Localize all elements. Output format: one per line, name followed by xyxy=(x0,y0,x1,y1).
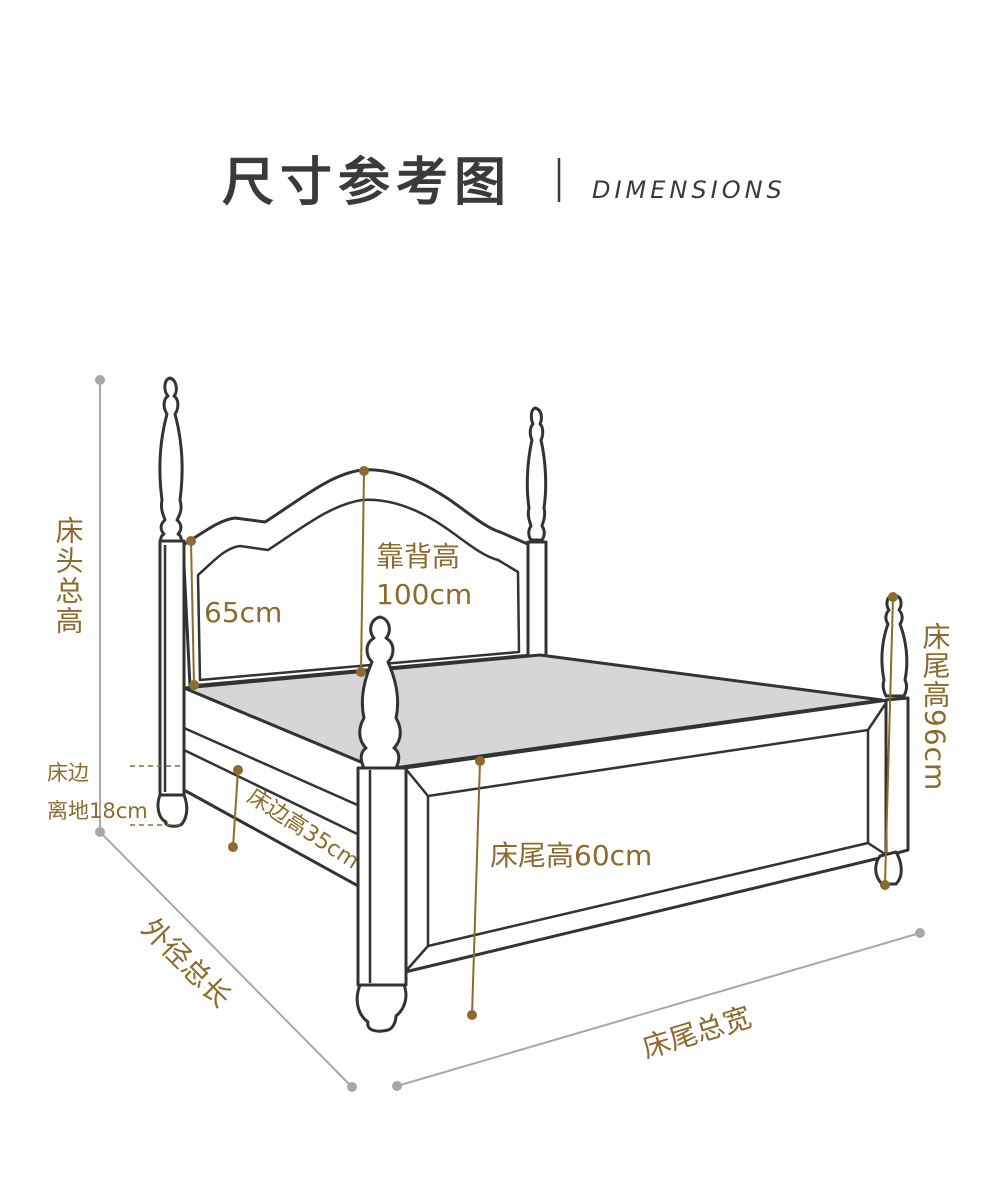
footboard-left-foot xyxy=(355,983,408,1033)
length-dot-end xyxy=(347,1082,357,1092)
title-cn: 尺寸参考图 xyxy=(222,153,512,213)
side-rail-line-2 xyxy=(183,748,381,847)
footboard-left-post xyxy=(356,766,408,987)
side-clearance-label-line1: 床边 xyxy=(47,761,89,785)
backrest-height-value: 100cm xyxy=(376,578,472,611)
title-en: DIMENSIONS xyxy=(592,176,786,204)
footboard-height-line xyxy=(471,760,481,1016)
footboard-bevel-tl xyxy=(404,767,429,797)
headboard-arch xyxy=(181,468,534,688)
footboard-height-label: 床尾高60cm xyxy=(490,839,652,872)
footboard-total-height-label: 床尾高96cm xyxy=(919,622,952,792)
footboard-right-post xyxy=(884,696,910,858)
side-clearance-label-line2: 离地18cm xyxy=(47,799,148,823)
overall-dimension-lines xyxy=(95,375,925,1092)
footboard-left-finial xyxy=(358,615,402,770)
headboard-panel-height-label: 65cm xyxy=(204,596,282,629)
detail-dimension-lines xyxy=(130,466,898,1020)
footboard-bevel-bl xyxy=(404,945,429,973)
footboard-right-foot xyxy=(874,850,903,886)
headboard-panel-line xyxy=(190,540,195,686)
headboard-right-finial xyxy=(525,406,548,542)
footboard-total-height-line xyxy=(884,596,894,886)
length-line xyxy=(99,831,353,1088)
backrest-height-title: 靠背高 xyxy=(376,540,460,573)
headboard-left-foot xyxy=(156,793,189,828)
width-line xyxy=(396,932,921,1087)
width-dot-start xyxy=(392,1081,402,1091)
width-dot-end xyxy=(915,928,925,938)
headboard-right-post xyxy=(526,540,548,662)
headboard-height-dot-top xyxy=(95,375,105,385)
side-rail-line-1 xyxy=(183,726,381,817)
backrest-height-line xyxy=(360,470,365,673)
headboard-inner-panel xyxy=(196,498,521,682)
overall-length-label: 外径总长 xyxy=(135,912,238,1015)
headboard-total-height-label: 床头总高 xyxy=(52,516,85,636)
bed-illustration xyxy=(156,376,910,1033)
footboard-right-finial xyxy=(880,594,909,698)
side-rail-height-line xyxy=(232,769,239,848)
headboard-left-post xyxy=(158,539,186,797)
headboard-left-finial xyxy=(158,376,184,547)
